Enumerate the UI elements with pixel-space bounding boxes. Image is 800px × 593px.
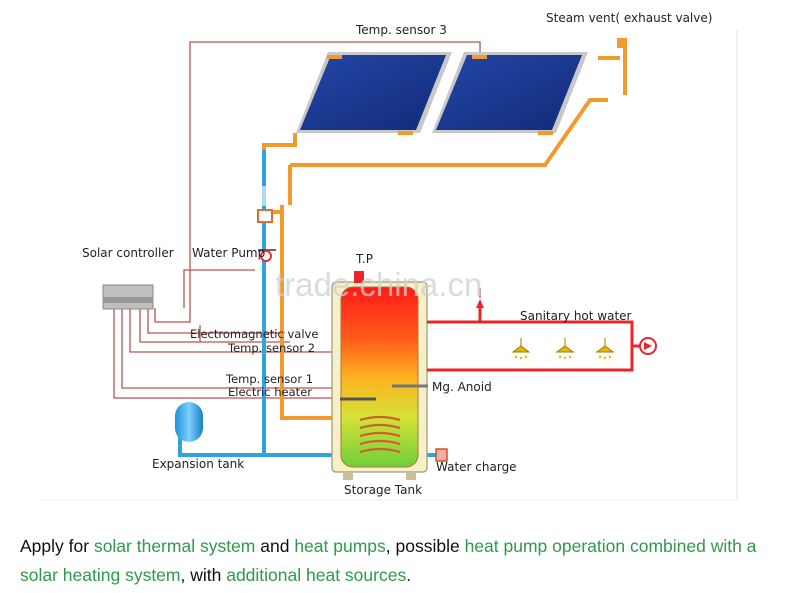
caption-text: , with (180, 565, 227, 585)
expansion-tank-icon (175, 402, 203, 442)
label-mg-anoid: Mg. Anoid (432, 380, 492, 394)
label-steam-vent: Steam vent( exhaust valve) (546, 11, 712, 25)
label-temp-sensor-1: Temp. sensor 1 (225, 372, 313, 386)
valve-icon (257, 209, 273, 223)
circulation-pump-icon (639, 337, 657, 355)
water-pump-icon (260, 250, 272, 262)
storage-tank-icon (331, 281, 428, 480)
caption-highlight: solar thermal system (93, 536, 256, 556)
label-electric-heater: Electric heater (228, 385, 312, 399)
solar-collector-2 (432, 52, 588, 133)
label-water-charge: Water charge (436, 460, 517, 474)
caption-highlight: additional heat sources (226, 565, 407, 585)
caption-text: , possible (385, 536, 465, 556)
label-sanitary-hot-water: Sanitary hot water (520, 309, 632, 323)
solar-controller-icon (102, 284, 154, 310)
caption: Apply for solar thermal system and heat … (20, 532, 790, 590)
solar-heating-diagram: trade.china.cn Temp. sensor 3 Steam vent… (40, 11, 738, 501)
solar-loop-pipe (262, 45, 627, 420)
label-solar-controller: Solar controller (82, 246, 174, 260)
caption-highlight: heat pumps (294, 536, 386, 556)
label-temp-sensor-3: Temp. sensor 3 (355, 23, 447, 37)
heating-coil (359, 415, 401, 454)
caption-text: and (255, 536, 295, 556)
tap-icon (511, 338, 615, 353)
label-tp: T.P (355, 252, 373, 266)
caption-text: Apply for (20, 536, 94, 556)
signal-wires (113, 41, 481, 399)
caption-text: . (406, 565, 412, 585)
steam-vent-icon (617, 38, 627, 48)
label-temp-sensor-2: Temp. sensor 2 (227, 341, 315, 355)
caption-highlight: heat pump operation combined with a sola… (20, 536, 757, 585)
label-storage-tank: Storage Tank (344, 483, 422, 497)
watermark: trade.china.cn (275, 266, 482, 303)
label-expansion-tank: Expansion tank (152, 457, 244, 471)
label-electromagnetic-valve: Electromagnetic valve (190, 327, 318, 341)
solar-collector-1 (296, 52, 452, 133)
tp-valve-icon (354, 271, 364, 283)
label-water-pump: Water Pump (192, 246, 265, 260)
water-charge-valve-icon (435, 448, 448, 462)
collector-fittings (327, 55, 553, 135)
